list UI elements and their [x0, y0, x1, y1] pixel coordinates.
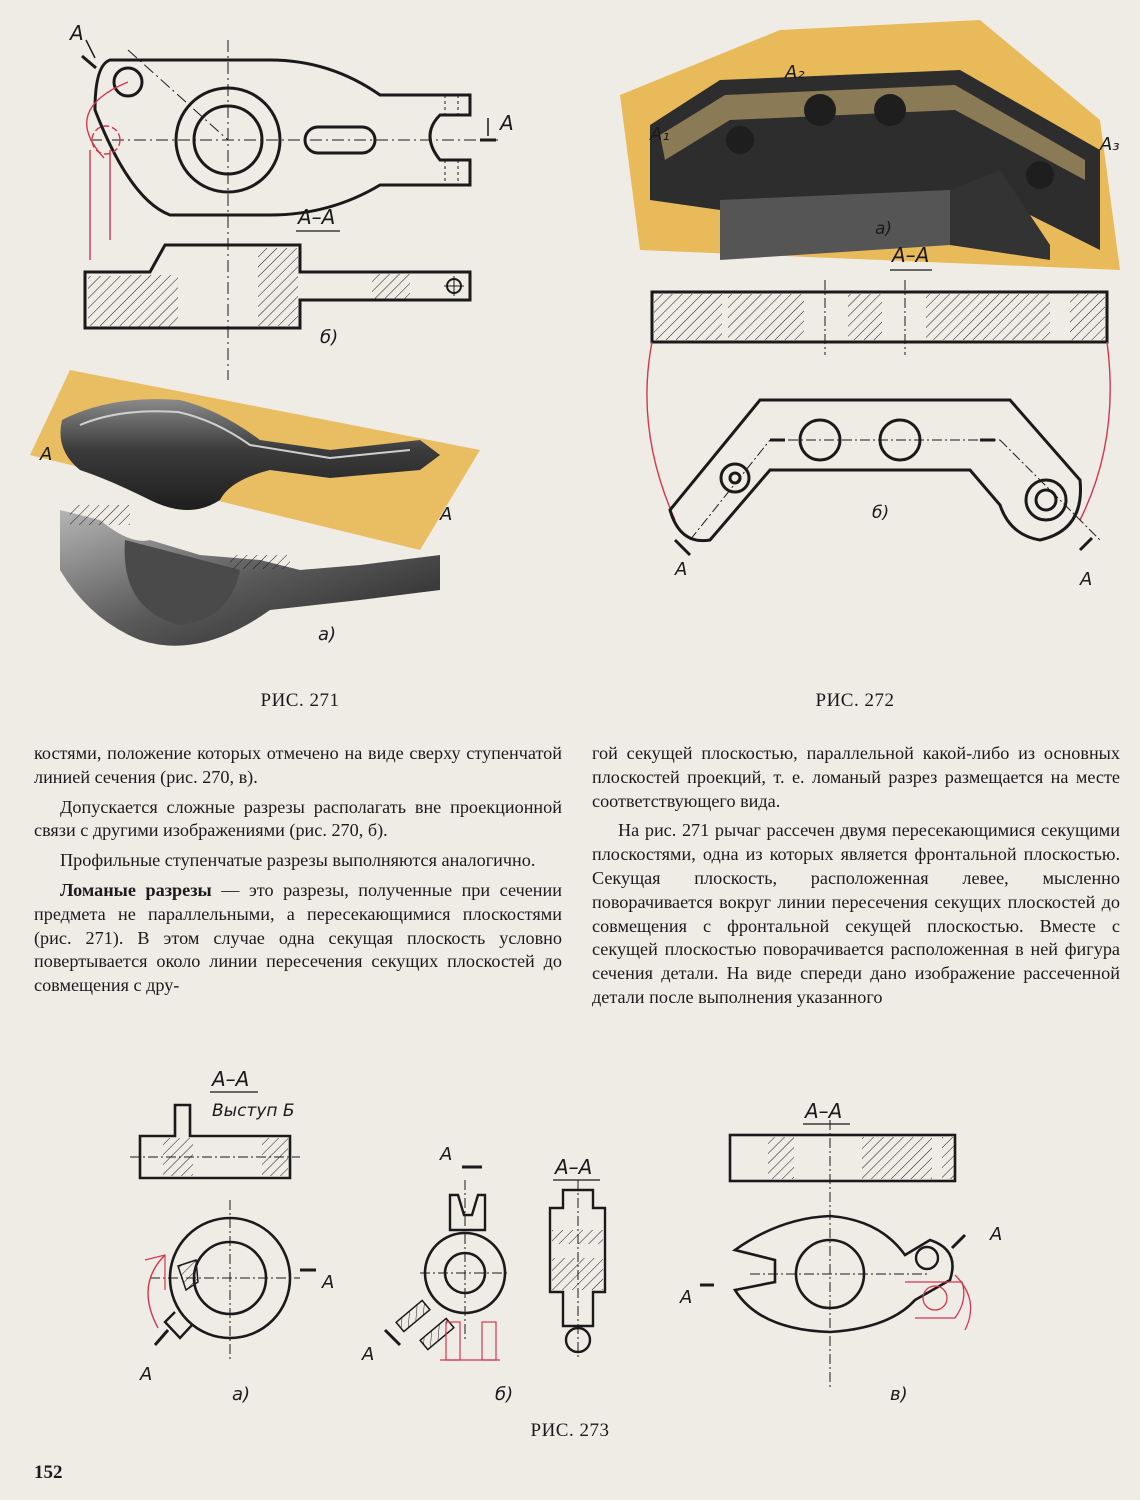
fig273-c-sub: в) [890, 1384, 908, 1405]
fig272-sub-a: а) [875, 219, 892, 239]
fig271-section-label: А–А [296, 205, 335, 229]
fig271-plane-label-2: А [439, 504, 452, 525]
fig271-isometric: А А [30, 370, 480, 646]
fig273-a: А–А Выступ Б А А а) [130, 1067, 334, 1405]
fig272-plane-a3: A₃ [1099, 134, 1120, 155]
figure-273-caption: РИС. 273 [530, 1420, 610, 1441]
figure-273: А–А Выступ Б А А а) А [0, 1060, 1140, 1420]
fig271-top-view [93, 58, 472, 217]
left-paragraph-4: Ломаные разрезы — это разрезы, полученны… [34, 879, 562, 998]
fig273-b-cut-mark-2: А [361, 1344, 374, 1365]
right-paragraph-1: гой секущей плоскостью, параллельной как… [592, 743, 1120, 811]
fig273-b-section-label: А–А [553, 1155, 592, 1179]
fig273-c-cut-mark-1: А [989, 1224, 1002, 1245]
fig271-plane-label-1: А [39, 444, 52, 465]
fig271-sub-b: б) [320, 327, 338, 348]
fig271-cut-mark-1: А [68, 21, 84, 45]
figure-272-drawing: A₁ A₂ A₃ а) А–А [620, 20, 1120, 590]
fig273-a-cut-mark-2: А [139, 1364, 152, 1385]
figure-271-caption: РИС. 271 [260, 690, 340, 711]
fig273-a-note: Выступ Б [212, 1101, 295, 1121]
fig272-section-label: А–А [890, 243, 929, 267]
term-broken-sections: Ломаные разрезы [60, 879, 212, 900]
figure-273-drawing: А–А Выступ Б А А а) А [130, 1067, 1002, 1405]
text-column-right: гой секущей плоскостью, параллельной как… [592, 742, 1120, 1016]
page-number: 152 [34, 1462, 63, 1483]
right-paragraph-2: На рис. 271 рычаг рассечен двумя пересек… [592, 820, 1120, 1007]
fig272-isometric [650, 70, 1100, 260]
fig273-a-sub: а) [232, 1384, 250, 1405]
fig273-a-cut-mark-1: А [321, 1272, 334, 1293]
fig273-c-section-label: А–А [803, 1099, 842, 1123]
fig272-section-view [650, 280, 1109, 355]
fig273-b: А А А–А б) [361, 1144, 607, 1405]
fig272-cut-mark-1: А [674, 559, 687, 580]
fig273-b-sub: б) [495, 1384, 513, 1405]
fig273-b-cut-mark-1: А [439, 1144, 452, 1165]
left-paragraph-3: Профильные ступенчатые разрезы выполняют… [60, 850, 536, 871]
figure-271: А А А–А б) А А а) [0, 0, 560, 690]
fig271-sub-a: а) [318, 624, 336, 645]
fig272-plane-a2: A₂ [784, 62, 805, 83]
text-column-left: костями, положение которых отмечено на в… [34, 742, 562, 1004]
fig272-plane-a1: A₁ [649, 124, 670, 145]
fig273-c-cut-mark-2: А [679, 1287, 692, 1308]
left-paragraph-1: костями, положение которых отмечено на в… [34, 743, 562, 787]
figure-272-caption: РИС. 272 [815, 690, 895, 711]
fig271-cut-mark-2: А [498, 111, 514, 135]
left-paragraph-2: Допускается сложные разрезы располагать … [34, 796, 562, 841]
fig273-a-section-label: А–А [210, 1067, 249, 1091]
left-paragraph-4-rest: — это разрезы, полученные при сечении пр… [34, 879, 562, 996]
figure-272: A₁ A₂ A₃ а) А–А [580, 0, 1140, 690]
fig272-cut-mark-2: А [1079, 569, 1092, 590]
fig271-section-view [83, 243, 472, 330]
fig273-c: А–А А А в) [679, 1099, 1002, 1405]
figure-271-drawing: А А А–А б) А А а) [30, 21, 514, 646]
fig272-sub-b: б) [872, 503, 889, 523]
